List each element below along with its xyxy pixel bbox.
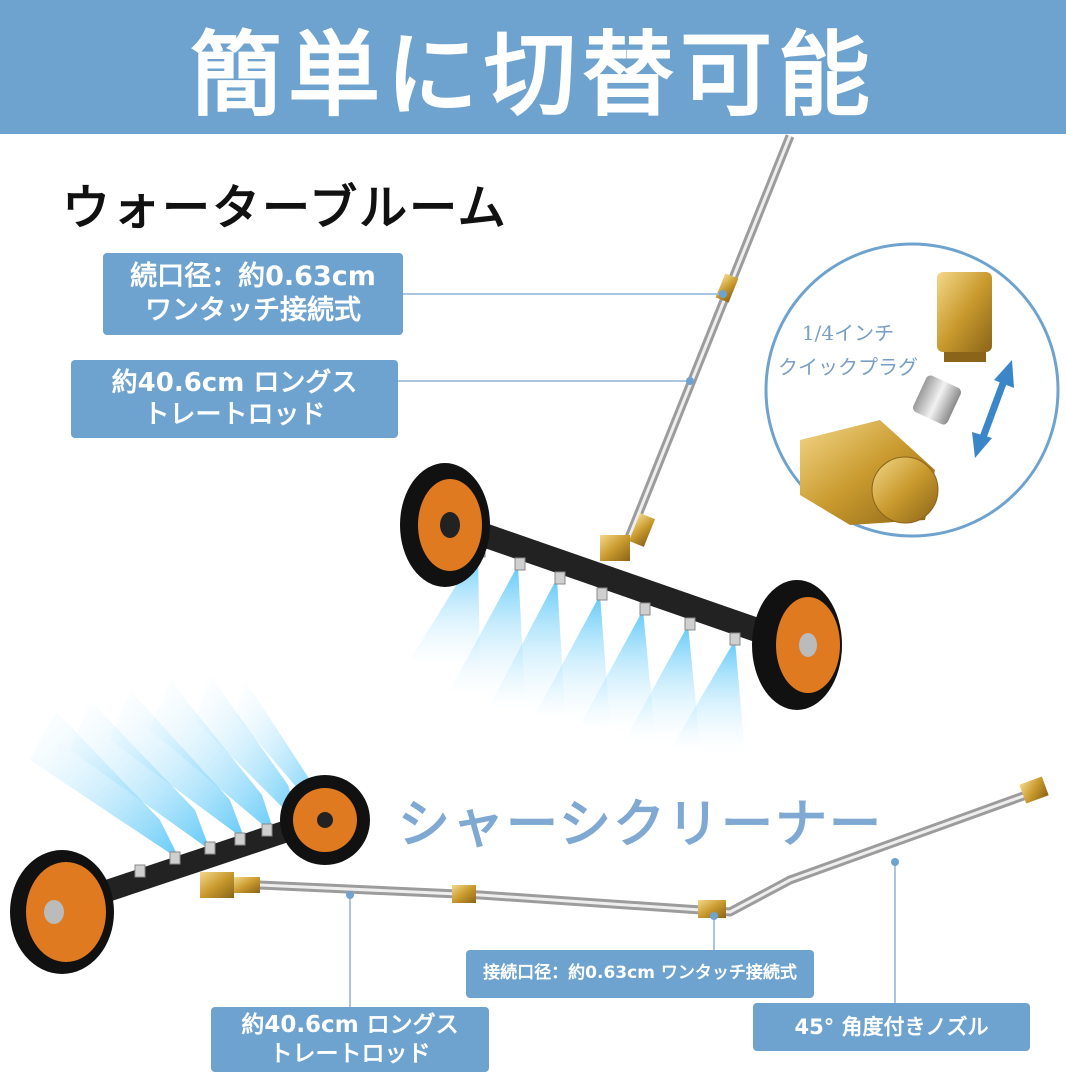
quick-plug-name: クイックプラグ xyxy=(778,355,918,379)
quick-plug-size: 1/4インチ xyxy=(801,321,895,345)
chassis-water-spray xyxy=(30,675,320,860)
broom-wheel-right xyxy=(752,580,842,710)
label-chassis-connector-text: 接続口径：約0.63cm ワンタッチ接続式 xyxy=(483,963,797,984)
label-chassis-rod: 約40.6cm ロングス トレートロッド xyxy=(211,1007,489,1072)
chassis-wheel-rear xyxy=(10,850,114,974)
chassis-rod xyxy=(200,776,1049,918)
label-broom-connector-line1: 続口径：約0.63cm xyxy=(130,261,376,293)
chassis-wheel-front xyxy=(280,775,370,865)
broom-wheel-left xyxy=(400,463,490,587)
header-banner: 簡単に切替可能 xyxy=(0,0,1066,134)
broom-rod xyxy=(623,134,795,547)
label-chassis-rod-line2: トレートロッド xyxy=(269,1040,431,1067)
quick-plug-detail xyxy=(764,242,1060,538)
label-broom-connector: 続口径：約0.63cm ワンタッチ接続式 xyxy=(103,253,403,335)
chassis-spray-bar xyxy=(69,809,331,911)
water-broom-title: ウォーターブルーム xyxy=(62,180,508,236)
label-broom-rod-line1: 約40.6cm ロングス xyxy=(111,367,358,398)
label-nozzle-text: 45° 角度付きノズル xyxy=(794,1014,989,1039)
banner-title: 簡単に切替可能 xyxy=(189,21,876,129)
quick-plug-caption: 1/4インチ クイックプラグ xyxy=(778,316,918,384)
label-chassis-rod-line1: 約40.6cm ロングス xyxy=(241,1011,459,1038)
label-broom-rod: 約40.6cm ロングス トレートロッド xyxy=(71,360,398,438)
label-chassis-connector: 接続口径：約0.63cm ワンタッチ接続式 xyxy=(466,950,814,998)
broom-water-spray xyxy=(410,550,745,755)
arrow-bidirectional-icon xyxy=(972,360,1014,458)
label-broom-rod-line2: トレートロッド xyxy=(143,400,326,430)
chassis-cleaner-title: シャーシクリーナー xyxy=(398,795,883,855)
label-broom-connector-line2: ワンタッチ接続式 xyxy=(145,295,361,326)
label-nozzle: 45° 角度付きノズル xyxy=(753,1003,1030,1051)
